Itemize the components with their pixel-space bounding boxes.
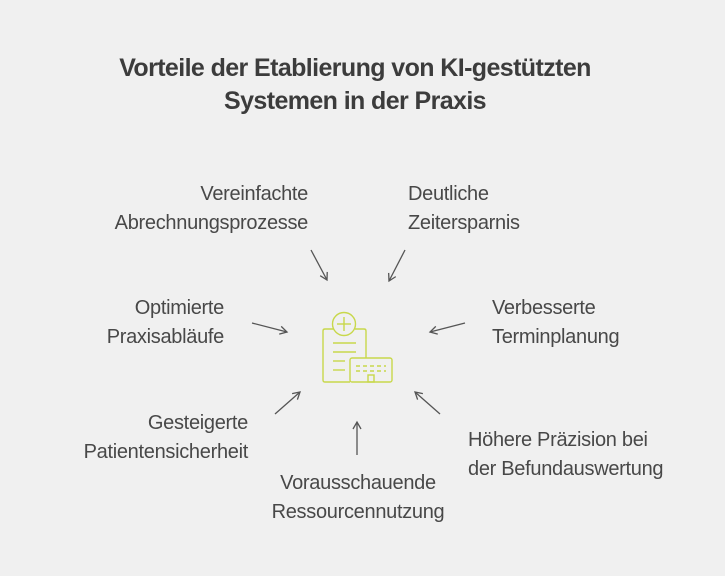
title-line-2: Systemen in der Praxis [224, 87, 487, 115]
benefit-befund: Höhere Präzision bei der Befundauswertun… [468, 426, 664, 484]
benefit-terminplanung: Verbesserte Terminplanung [492, 294, 620, 352]
benefit-line: Vereinfachte [200, 183, 308, 205]
benefit-ressourcen: Vorausschauende Ressourcennutzung [258, 469, 458, 527]
arrow-zeitersparnis [388, 249, 406, 283]
benefit-abrechnung: Vereinfachte Abrechnungsprozesse [114, 180, 309, 238]
benefit-line: Höhere Präzision bei [468, 429, 648, 451]
arrow-abrechnung [310, 249, 328, 282]
arrow-befund [414, 391, 441, 415]
benefit-line: Abrechnungsprozesse [114, 212, 309, 234]
benefit-praxisablaeufe: Optimierte Praxisabläufe [106, 294, 225, 352]
benefit-line: Zeitersparnis [408, 212, 520, 234]
benefit-line: Ressourcennutzung [271, 501, 445, 523]
benefit-zeitersparnis: Deutliche Zeitersparnis [408, 180, 520, 238]
benefit-line: der Befundauswertung [468, 458, 664, 480]
benefit-line: Vorausschauende [280, 472, 436, 494]
diagram-title: Vorteile der Etablierung von KI-gestützt… [0, 52, 710, 118]
benefit-line: Optimierte [134, 297, 225, 319]
title-line-1: Vorteile der Etablierung von KI-gestützt… [119, 54, 591, 82]
medical-clipboard-hospital-icon [322, 311, 393, 383]
benefit-line: Deutliche [408, 183, 489, 205]
benefit-line: Gesteigerte [147, 412, 248, 434]
benefit-patientensicherheit: Gesteigerte Patientensicherheit [83, 409, 249, 467]
arrow-terminplanung [428, 322, 466, 335]
benefit-line: Verbesserte [492, 297, 596, 319]
benefit-line: Patientensicherheit [83, 441, 249, 463]
benefit-line: Praxisabläufe [106, 326, 225, 348]
arrow-patientensicherheit [274, 391, 301, 415]
benefit-line: Terminplanung [492, 326, 620, 348]
arrow-praxisablaeufe [251, 322, 289, 335]
